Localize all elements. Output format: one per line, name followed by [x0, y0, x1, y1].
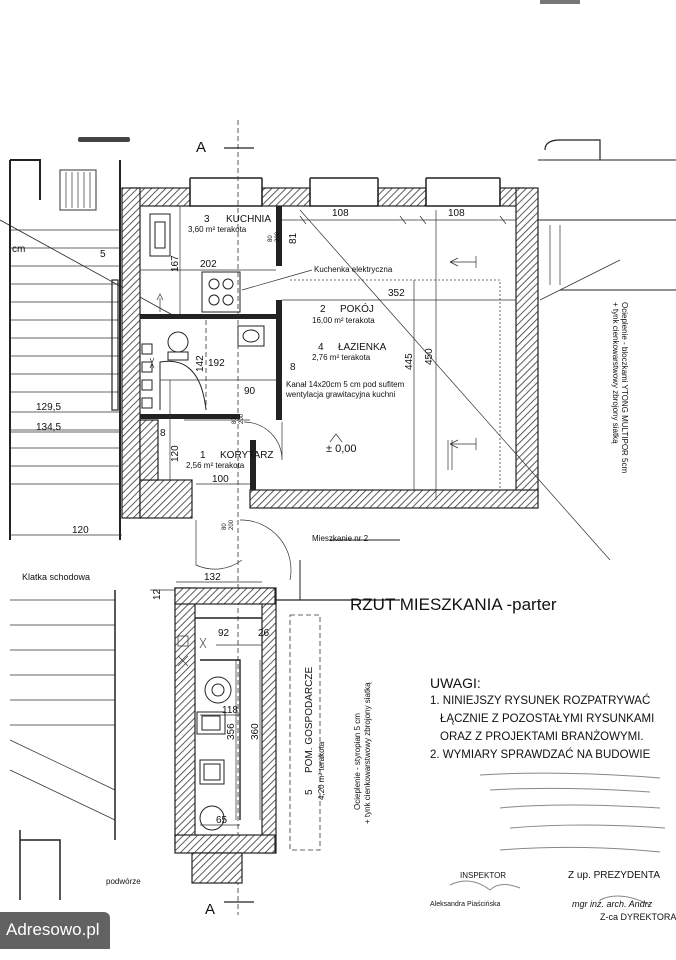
room-4-name: ŁAZIENKA	[338, 342, 387, 353]
apartment-walls	[121, 139, 676, 519]
dim-26: 26	[258, 628, 270, 639]
bathroom-fixtures	[141, 320, 265, 411]
stove-label: Kuchenka elektryczna	[314, 265, 393, 274]
dim-352: 352	[388, 288, 405, 299]
room-3-num: 3	[204, 214, 210, 225]
dim-360: 360	[250, 723, 261, 740]
dimension-lines	[10, 206, 516, 826]
dim-167: 167	[170, 255, 181, 272]
door-dim-b: 80200	[232, 413, 245, 424]
dim-65: 65	[216, 815, 228, 826]
door-dim-c: 80200	[222, 519, 235, 530]
section-marker-bottom: A	[205, 901, 215, 918]
duct-label-1: Kanał 14x20cm 5 cm pod sufitem	[286, 380, 405, 389]
room-1-name: KORYTARZ	[220, 450, 274, 461]
room-1-area: 2,56 m² terakota	[186, 461, 245, 470]
vent-markers	[329, 256, 477, 470]
notes-line-3: ORAZ Z PROJEKTAMI BRANŻOWYMI.	[440, 730, 644, 743]
dim-90: 90	[244, 386, 256, 397]
dim-100: 100	[212, 474, 229, 485]
dim-8a: 8	[290, 362, 296, 373]
dim-108a: 108	[332, 208, 349, 219]
dim-108b: 108	[448, 208, 465, 219]
insulation-mid-1: Ocieplenie - styropian 5 cm	[353, 713, 362, 810]
insulation-right-1: Ocieplenie - bloczkami YTONG MULTIPOR 5c…	[620, 302, 629, 473]
utility-room	[174, 539, 400, 884]
section-line	[224, 120, 254, 915]
room-2-num: 2	[320, 304, 326, 315]
dim-120b: 120	[72, 525, 89, 536]
signature-inspector-name: Aleksandra Piaścińska	[430, 901, 501, 908]
dim-120a: 120	[170, 445, 181, 462]
door-swings	[195, 421, 292, 581]
room-2-area: 16,00 m² terakota	[312, 316, 375, 325]
drawing-title: RZUT MIESZKANIA -parter	[350, 595, 557, 614]
door-dim-a: 80200	[268, 231, 281, 242]
room-4-area: 2,76 m² terakota	[312, 353, 371, 362]
level-label: ± 0,00	[326, 443, 357, 455]
stair-label: Klatka schodowa	[22, 572, 90, 582]
dim-202: 202	[200, 259, 217, 270]
dim-8b: 8	[160, 428, 166, 439]
dim-192: 192	[208, 358, 225, 369]
dim-450: 450	[424, 348, 435, 365]
dim-356: 356	[226, 723, 237, 740]
staircase	[0, 159, 179, 900]
dim-5: 5	[100, 249, 106, 260]
notes-block: UWAGI: 1. NINIEJSZY RYSUNEK ROZPATRYWAĆ …	[430, 675, 654, 761]
dim-118: 118	[222, 705, 238, 716]
room-5-num: 5	[304, 789, 315, 795]
dim-445: 445	[404, 353, 415, 370]
dim-81: 81	[288, 232, 299, 244]
dim-1295: 129,5	[36, 402, 61, 413]
insulation-mid-2: + tynk cienkowarstwowy zbrojony siatką	[363, 682, 372, 824]
signature-inspector: INSPEKTOR	[460, 871, 506, 880]
kitchen-fixtures	[149, 213, 313, 313]
room-3-name: KUCHNIA	[226, 214, 271, 225]
duct-label-2: wentylacja grawitacyjna kuchni	[285, 390, 396, 399]
room-1-num: 1	[200, 450, 206, 461]
notes-line-1: 1. NINIEJSZY RYSUNEK ROZPATRYWAĆ	[430, 694, 650, 707]
notes-line-2: ŁĄCZNIE Z POZOSTAŁYMI RYSUNKAMI	[440, 713, 654, 725]
room-5-name: POM. GOSPODARCZE	[304, 667, 315, 773]
dim-142: 142	[195, 355, 206, 372]
dim-92: 92	[218, 628, 230, 639]
signature-director: Z-ca DYREKTORA	[600, 912, 676, 922]
room-4-num: 4	[318, 342, 324, 353]
insulation-right-2: + tynk cienkowarstwowy zbrojony siatką	[611, 302, 620, 444]
section-marker-top: A	[196, 139, 206, 156]
dim-cm: cm	[12, 244, 25, 255]
approval-stamp	[449, 772, 666, 906]
signature-president: Z up. PREZYDENTA	[568, 870, 660, 881]
dim-132: 132	[204, 572, 221, 583]
room-3-area: 3,60 m² terakota	[188, 225, 247, 234]
dim-12: 12	[152, 588, 163, 600]
notes-line-4: 2. WYMIARY SPRAWDZAĆ NA BUDOWIE	[430, 748, 651, 761]
dim-1345: 134,5	[36, 422, 61, 433]
signature-engineer: mgr inż. arch. Andrz	[572, 899, 653, 909]
notes-heading: UWAGI:	[430, 675, 481, 691]
room-5-area: 4,20 m² terakota	[317, 741, 326, 800]
courtyard-label: podwórze	[106, 877, 141, 886]
room-2-name: POKÓJ	[340, 302, 374, 315]
adresowo-watermark[interactable]: Adresowo.pl	[0, 912, 110, 949]
apartment-label: Mieszkanie nr 2	[312, 534, 369, 543]
